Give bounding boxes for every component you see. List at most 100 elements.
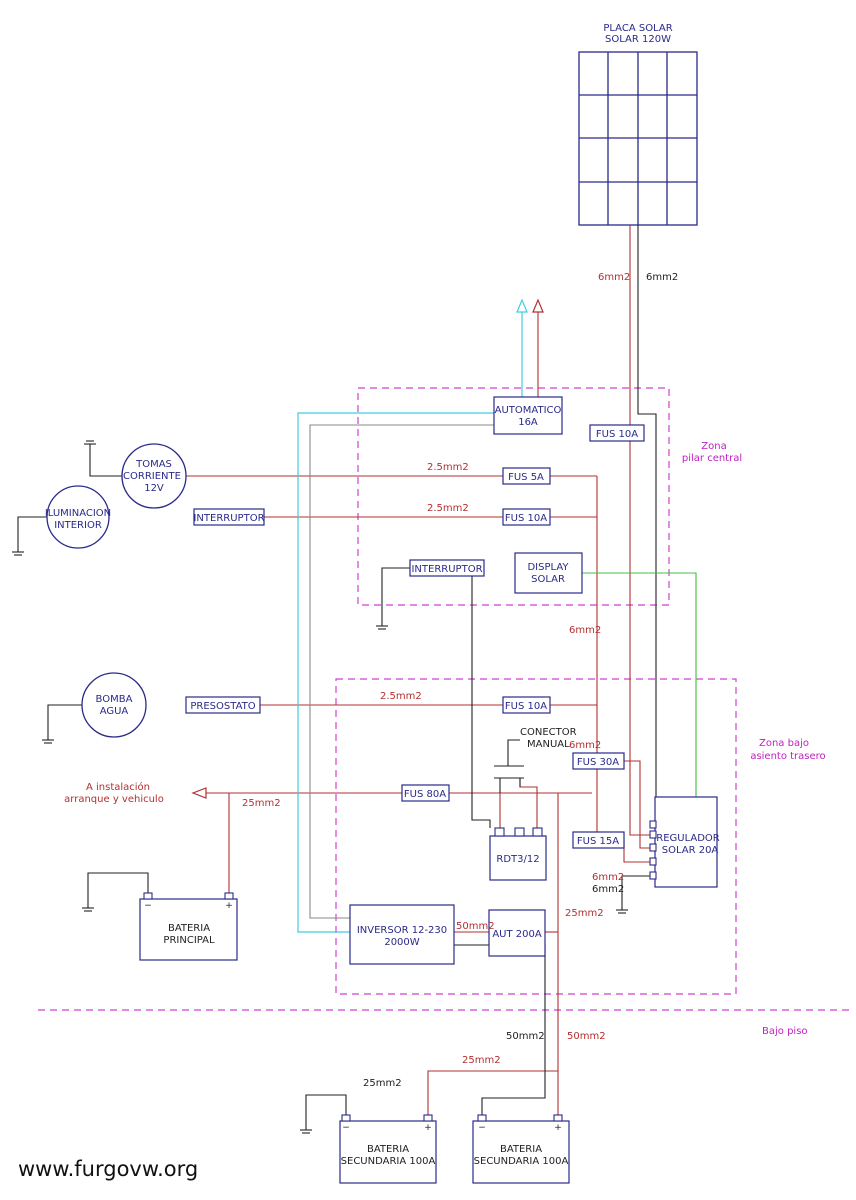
fus10-panel-box (589, 424, 645, 442)
wires-red (186, 225, 650, 1115)
interruptor-ilum-label: INTERRUPTOR (193, 513, 264, 524)
interruptor-main-label: INTERRUPTOR (411, 564, 482, 575)
wire-label-under-25a: 25mm2 (462, 1055, 501, 1066)
fus80-label: FUS 80A (404, 789, 446, 800)
fus10-bomba-label: FUS 10A (505, 701, 547, 712)
iluminacion-label: ILUMINACION (45, 508, 111, 519)
zone-pilar-sublabel: pilar central (682, 453, 742, 464)
cyan-arrow-icon (516, 298, 528, 313)
wire-label-panel-pos: 6mm2 (598, 272, 630, 283)
interruptor-ilum-box (193, 508, 265, 526)
wires-cyan (297, 312, 523, 933)
rdt-label: RDT3/12 (496, 854, 539, 865)
fus15-box (572, 831, 625, 849)
bateria-sec1-box (339, 1120, 437, 1184)
display-label: DISPLAY (527, 562, 569, 573)
tomas-voltage: 12V (144, 483, 164, 494)
interruptor-main-box (409, 559, 485, 577)
wires-green (582, 572, 697, 797)
red-arrow-icon (532, 298, 544, 313)
bateria-sec2-box (472, 1120, 570, 1184)
polarity-plus: + (225, 901, 233, 911)
tomas-label: TOMAS (135, 459, 172, 470)
bateria-sec2-label: BATERIA (500, 1144, 542, 1155)
wire-label-bus: 6mm2 (569, 625, 601, 636)
solar-panel-title: PLACA SOLAR (603, 23, 672, 34)
wires-dark (12, 225, 657, 1134)
inversor-label: INVERSOR 12-230 (357, 925, 447, 936)
bateria-sec1-label: BATERIA (367, 1144, 409, 1155)
automatico-label: AUTOMATICO (495, 405, 562, 416)
wire-label-under-50a: 50mm2 (506, 1031, 545, 1042)
polarity-minus: − (342, 1123, 350, 1133)
wire-label-under-50b: 50mm2 (567, 1031, 606, 1042)
fus30-label: FUS 30A (577, 757, 619, 768)
automatico-box (493, 396, 563, 435)
presostato-label: PRESOSTATO (190, 701, 255, 712)
wire-label-reg-out2: 6mm2 (592, 884, 624, 895)
zone-asiento-sublabel: asiento trasero (750, 751, 825, 762)
fus5-box (502, 467, 551, 485)
zone-pilar-label: Zona (701, 441, 726, 452)
polarity-plus: + (554, 1123, 562, 1133)
fus10-ilum-label: FUS 10A (505, 513, 547, 524)
bateria-principal-box (139, 898, 238, 961)
display-sublabel: SOLAR (531, 574, 565, 585)
fus5-label: FUS 5A (508, 472, 544, 483)
aut200-box (488, 909, 546, 957)
regulador-label: REGULADOR (656, 833, 720, 844)
polarity-plus: + (424, 1123, 432, 1133)
zone-asiento-trasero-box (335, 678, 737, 995)
iluminacion-sublabel: INTERIOR (54, 520, 102, 531)
bomba-sublabel: AGUA (100, 706, 129, 717)
bomba-label: BOMBA (96, 694, 133, 705)
terminals (143, 820, 657, 1122)
bateria-sec1-sublabel: SECUNDARIA 100A (341, 1156, 436, 1167)
site-credit: www.furgovw.org (18, 1157, 198, 1181)
solar-panel (578, 51, 698, 226)
automatico-rating: 16A (518, 417, 538, 428)
fus80-box (401, 784, 450, 802)
bateria-principal-label: BATERIA (168, 923, 210, 934)
wire-label-under-25b: 25mm2 (363, 1078, 402, 1089)
conector-label: CONECTOR (520, 727, 577, 738)
iluminacion-circle (46, 485, 110, 549)
arranque-sublabel: arranque y vehiculo (64, 794, 164, 805)
component-boxes (139, 396, 718, 1184)
fus15-label: FUS 15A (577, 836, 619, 847)
conector-sublabel: MANUAL (527, 739, 570, 750)
wire-label-bomba: 2.5mm2 (380, 691, 422, 702)
inversor-box (349, 904, 455, 965)
inversor-rating: 2000W (384, 937, 419, 948)
tomas-sublabel: CORRIENTE (123, 471, 181, 482)
fus10-bomba-box (502, 696, 551, 714)
wire-label-reg-out1: 6mm2 (592, 872, 624, 883)
bateria-sec2-sublabel: SECUNDARIA 100A (474, 1156, 569, 1167)
zone-asiento-label: Zona bajo (759, 738, 809, 749)
zone-piso-label: Bajo piso (762, 1026, 808, 1037)
solar-panel-rating: SOLAR 120W (605, 34, 671, 45)
wire-label-arranque: 25mm2 (242, 798, 281, 809)
zone-boundaries (38, 387, 850, 1011)
wire-label-iluminacion: 2.5mm2 (427, 503, 469, 514)
fus30-box (572, 752, 625, 770)
display-box (514, 552, 583, 594)
rdt-box (489, 835, 547, 881)
wire-label-fus30: 6mm2 (569, 740, 601, 751)
wires-gray (309, 424, 494, 919)
wire-label-panel-neg: 6mm2 (646, 272, 678, 283)
wire-label-inversor: 50mm2 (456, 921, 495, 932)
arranque-arrow-icon (191, 787, 207, 799)
arranque-label: A instalación (86, 781, 150, 793)
wire-label-tomas: 2.5mm2 (427, 462, 469, 473)
presostato-box (185, 696, 261, 714)
tomas-corriente-circle (121, 443, 187, 509)
load-circles (46, 443, 187, 738)
wire-label-aut200: 25mm2 (565, 908, 604, 919)
aut200-label: AUT 200A (492, 929, 542, 940)
output-arrows (191, 298, 544, 799)
regulador-box (654, 796, 718, 888)
fus10-panel-label: FUS 10A (596, 429, 638, 440)
